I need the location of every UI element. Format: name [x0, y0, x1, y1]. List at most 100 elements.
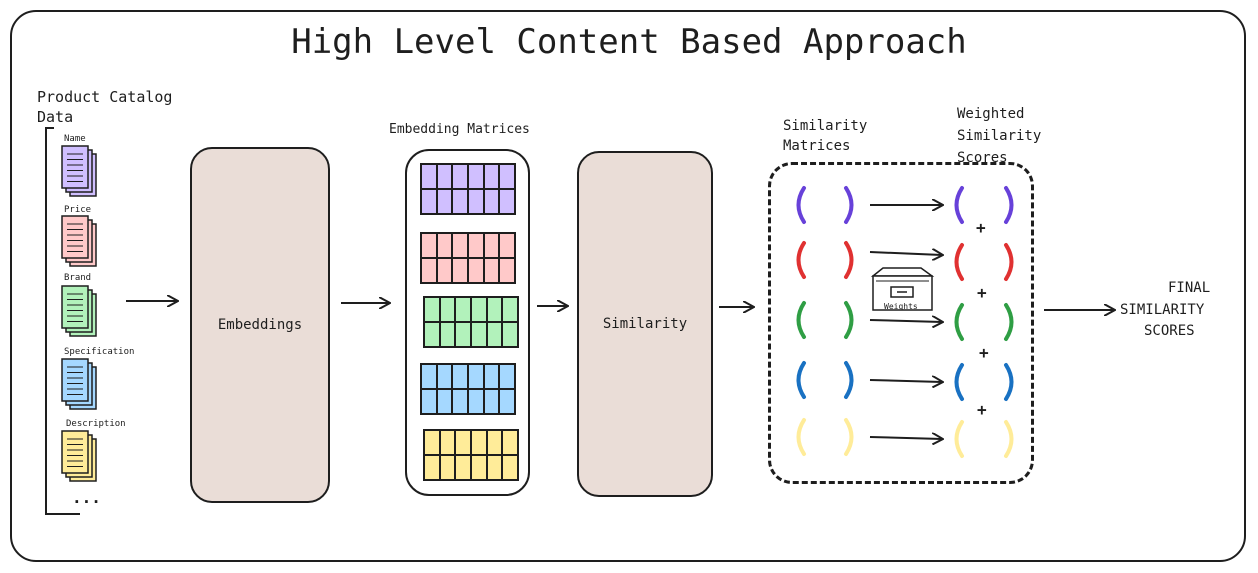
- matrix-cell: [486, 297, 503, 322]
- matrix-cell: [499, 189, 515, 214]
- similarity-matrices-heading-line1: Similarity: [783, 118, 868, 134]
- matrix-cell: [486, 430, 503, 455]
- weighted-score-right-bracket: [1004, 363, 1014, 401]
- doc-label-name: Name: [64, 134, 86, 144]
- weighted-score-right-bracket: [1004, 303, 1014, 341]
- embedding-matrix-description: [423, 429, 519, 481]
- similarity-matrix-right-bracket: [844, 361, 854, 399]
- matrix-cell: [452, 233, 468, 258]
- matrix-cell: [439, 430, 456, 455]
- plus-sign: +: [977, 400, 987, 419]
- plus-sign: +: [979, 343, 989, 362]
- embeddings-box-label: Embeddings: [217, 317, 303, 333]
- weighted-score-right-bracket: [1004, 420, 1014, 458]
- final-line3: SCORES: [1144, 323, 1195, 339]
- matrix-cell: [452, 189, 468, 214]
- matrix-cell: [436, 233, 453, 258]
- diagram-title: High Level Content Based Approach: [291, 22, 967, 62]
- arrow-to-weighted-score: [869, 320, 942, 322]
- catalog-bracket: [45, 127, 80, 515]
- similarity-matrix-left-bracket: [796, 186, 806, 224]
- matrix-cell: [499, 164, 515, 189]
- document-stack-icon: [61, 285, 97, 337]
- matrix-cell: [502, 430, 518, 455]
- weights-cabinet-icon: [870, 267, 935, 311]
- matrix-cell: [439, 455, 456, 480]
- arrow-to-weighted-score: [869, 252, 942, 255]
- similarity-matrices-heading-line2: Matrices: [783, 138, 851, 154]
- similarity-matrix-right-bracket: [844, 301, 854, 339]
- final-line1: FINAL: [1168, 280, 1211, 296]
- matrix-cell: [468, 189, 484, 214]
- weighted-score-right-bracket: [1004, 186, 1014, 224]
- matrix-cell: [468, 164, 484, 189]
- matrix-cell: [455, 430, 471, 455]
- matrix-cell: [483, 189, 500, 214]
- matrix-cell: [436, 189, 453, 214]
- matrix-cell: [421, 364, 437, 389]
- similarity-matrix-right-bracket: [844, 418, 854, 456]
- similarity-matrix-left-bracket: [796, 361, 806, 399]
- weighted-score-left-bracket: [954, 186, 964, 224]
- plus-sign: +: [977, 283, 987, 302]
- catalog-heading-line2: Data: [37, 108, 74, 126]
- arrow-to-weighted-score: [869, 437, 942, 439]
- similarity-dashed-region: [768, 162, 1034, 484]
- matrix-cell: [502, 322, 518, 347]
- matrix-cell: [455, 322, 471, 347]
- final-line2: SIMILARITY: [1120, 302, 1205, 318]
- weighted-heading-line1: Weighted: [957, 106, 1025, 122]
- matrix-cell: [468, 389, 484, 414]
- matrix-cell: [502, 297, 518, 322]
- embedding-matrix-price: [420, 232, 516, 284]
- matrix-cell: [455, 297, 471, 322]
- doc-label-price: Price: [64, 205, 92, 215]
- weighted-score-left-bracket: [954, 243, 964, 281]
- document-stack-icon: [61, 145, 97, 197]
- matrix-cell: [483, 164, 500, 189]
- matrix-cell: [424, 297, 440, 322]
- matrix-cell: [452, 258, 468, 283]
- matrix-cell: [424, 322, 440, 347]
- embedding-matrix-name: [420, 163, 516, 215]
- similarity-matrix-left-bracket: [796, 301, 806, 339]
- matrix-cell: [439, 322, 456, 347]
- matrix-cell: [471, 430, 487, 455]
- matrix-cell: [421, 258, 437, 283]
- matrix-cell: [436, 164, 453, 189]
- matrix-cell: [499, 364, 515, 389]
- similarity-matrix-right-bracket: [844, 186, 854, 224]
- weighted-score-left-bracket: [954, 303, 964, 341]
- similarity-matrix-left-bracket: [796, 418, 806, 456]
- plus-sign: +: [976, 218, 986, 237]
- more-docs-ellipsis: ...: [72, 488, 101, 507]
- matrix-cell: [424, 455, 440, 480]
- matrix-cell: [486, 322, 503, 347]
- matrix-cell: [452, 389, 468, 414]
- matrix-cell: [499, 233, 515, 258]
- matrix-cell: [468, 258, 484, 283]
- embedding-matrices-container: [405, 149, 530, 496]
- document-stack-icon: [61, 358, 97, 410]
- matrix-cell: [452, 364, 468, 389]
- matrix-cell: [436, 258, 453, 283]
- matrix-cell: [452, 164, 468, 189]
- weighted-heading-line2: Similarity: [957, 128, 1042, 144]
- matrix-cell: [486, 455, 503, 480]
- matrix-cell: [471, 297, 487, 322]
- embedding-matrix-brand: [423, 296, 519, 348]
- similarity-matrix-left-bracket: [796, 241, 806, 279]
- matrix-cell: [436, 364, 453, 389]
- matrix-cell: [483, 233, 500, 258]
- matrix-cell: [455, 455, 471, 480]
- embeddings-box: Embeddings: [190, 147, 330, 503]
- doc-label-brand: Brand: [64, 273, 92, 283]
- weights-label: Weights: [884, 302, 918, 311]
- matrix-cell: [421, 164, 437, 189]
- matrix-cell: [468, 364, 484, 389]
- matrix-cell: [483, 389, 500, 414]
- matrix-cell: [468, 233, 484, 258]
- weighted-score-right-bracket: [1004, 243, 1014, 281]
- embedding-matrices-heading: Embedding Matrices: [389, 122, 530, 137]
